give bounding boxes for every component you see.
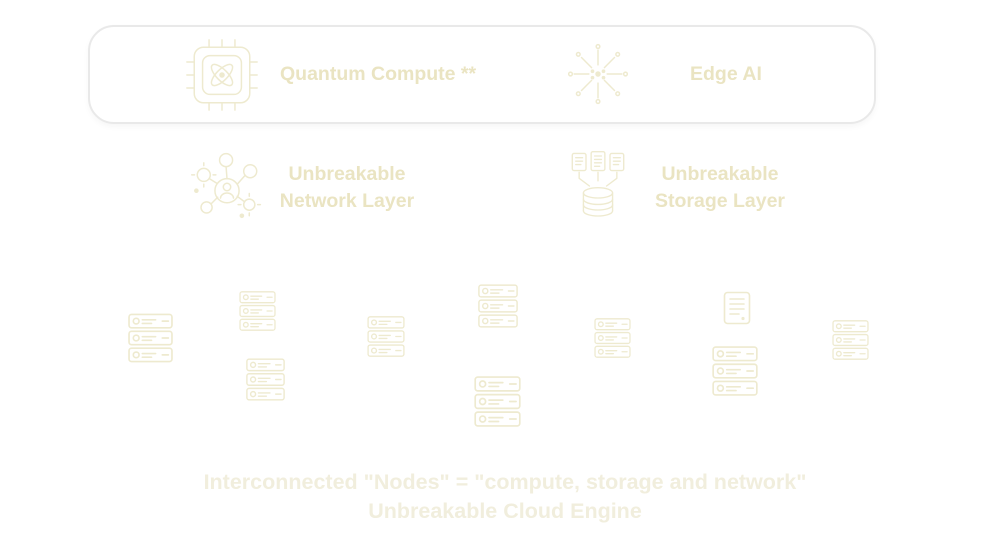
- caption-line2: Unbreakable Cloud Engine: [368, 499, 642, 523]
- server-tower-icon: [723, 291, 751, 325]
- connected-network-users-icon: [188, 148, 266, 226]
- diagram-caption: Interconnected "Nodes" = "compute, stora…: [10, 468, 990, 526]
- server-rack-icon: [594, 318, 631, 358]
- quantum-compute-label: Quantum Compute **: [280, 63, 477, 85]
- network-layer-label: Unbreakable Network Layer: [264, 161, 430, 215]
- edge-ai-label: Edge AI: [690, 63, 762, 85]
- server-rack-icon: [239, 291, 276, 331]
- storage-layer-label-line2: Storage Layer: [654, 190, 786, 212]
- caption-line1: Interconnected "Nodes" = "compute, stora…: [203, 470, 807, 494]
- server-rack-icon: [832, 320, 869, 360]
- server-rack-icon: [367, 316, 405, 357]
- server-rack-icon: [712, 346, 758, 396]
- server-rack-icon: [246, 358, 285, 401]
- documents-to-database-icon: [567, 150, 629, 222]
- server-rack-icon: [128, 313, 173, 363]
- server-rack-icon: [478, 284, 518, 328]
- storage-layer-label: Unbreakable Storage Layer: [638, 161, 802, 215]
- network-layer-label-line1: Unbreakable: [288, 163, 406, 185]
- quantum-chip-atom-icon: [185, 38, 259, 112]
- server-rack-icon: [474, 376, 521, 427]
- compute-edge-panel: Quantum Compute ** Edge AI: [88, 25, 876, 124]
- edge-ai-burst-icon: [565, 41, 631, 107]
- network-layer-label-line2: Network Layer: [279, 190, 415, 212]
- storage-layer-label-line1: Unbreakable: [661, 163, 779, 185]
